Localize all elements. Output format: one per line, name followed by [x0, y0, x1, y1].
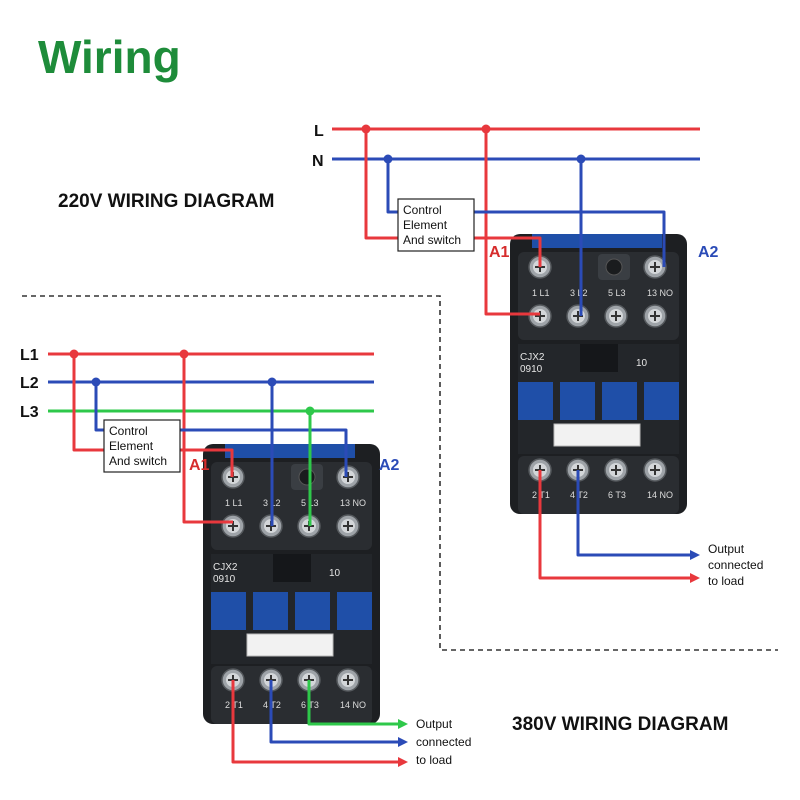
c220-label-plate [553, 423, 641, 447]
junction-l-2 [481, 124, 491, 134]
c380-coil-knob [298, 468, 316, 486]
output-label-380-0: Output [416, 717, 453, 731]
junction-l3-1 [305, 406, 315, 416]
junction-l1-1 [69, 349, 79, 359]
c220-control-box-line-2: And switch [403, 233, 461, 247]
c220-top-strip [532, 234, 662, 248]
output-label-220-1: connected [708, 558, 763, 572]
junction-l2-2 [267, 377, 277, 387]
c380-model-line1: CJX2 [213, 562, 238, 573]
diagram-separator [22, 295, 778, 651]
junction-n-1 [383, 154, 393, 164]
c220-middle-notch [580, 344, 618, 372]
arrow-output-t1-380 [398, 757, 408, 767]
label-a1-380: A1 [189, 457, 210, 474]
c380-top-strip [225, 444, 355, 458]
c380-control-box-line-0: Control [109, 424, 148, 438]
arrow-output-t2-220 [690, 550, 700, 560]
junction-l-1 [361, 124, 371, 134]
c380-top-term-label-3: 13 NO [340, 498, 366, 508]
wire-l-to-l1 [484, 129, 540, 316]
c380-top-term-label-0: 1 L1 [225, 498, 243, 508]
label-a2-220: A2 [698, 244, 719, 261]
wire-l2-to-a2 [94, 382, 348, 477]
c220-rating: 10 [636, 358, 648, 369]
line-label-l2: L2 [20, 375, 39, 392]
wire-output-t1-220 [538, 470, 690, 580]
wire-n-to-a2 [386, 159, 666, 267]
c220-top-term-label-0: 1 L1 [532, 288, 550, 298]
c220-top-block [518, 252, 679, 340]
label-a2-380: A2 [379, 457, 400, 474]
output-label-380-1: connected [416, 735, 471, 749]
c220-model-line1: CJX2 [520, 352, 545, 363]
c380-control-box [103, 419, 181, 473]
heading-220v: 220V WIRING DIAGRAM [58, 191, 275, 212]
c380-top-block [211, 462, 372, 550]
output-label-220-0: Output [708, 542, 745, 556]
c220-aux-block-3 [644, 382, 679, 420]
c220-control-box-line-0: Control [403, 203, 442, 217]
wire-output-t2-220 [576, 470, 690, 557]
c380-bottom-term-label-3: 14 NO [340, 700, 366, 710]
junction-l1-2 [179, 349, 189, 359]
wire-l1-to-t1 [182, 354, 233, 524]
line-label-l3: L3 [20, 404, 39, 421]
output-label-220-2: to load [708, 574, 744, 588]
line-label-n: N [312, 153, 324, 170]
c380-control-box-line-2: And switch [109, 454, 167, 468]
c220-top-term-label-2: 5 L3 [608, 288, 626, 298]
c220-top-term-label-3: 13 NO [647, 288, 673, 298]
c220-aux-block-0 [518, 382, 553, 420]
c220-bottom-term-label-2: 6 T3 [608, 490, 626, 500]
page-title: Wiring [38, 31, 181, 83]
c220-coil-knob [605, 258, 623, 276]
c220-bottom-block [518, 456, 679, 514]
c220-control-box [397, 198, 475, 252]
line-label-l1: L1 [20, 347, 39, 364]
label-a1-220: A1 [489, 244, 510, 261]
line-label-l: L [314, 123, 324, 140]
arrow-output-t1-220 [690, 573, 700, 583]
c380-aux-block-0 [211, 592, 246, 630]
c380-aux-block-3 [337, 592, 372, 630]
c220-top-term-label-1: 3 L2 [570, 288, 588, 298]
c380-bottom-block [211, 666, 372, 724]
c220-control-box-line-1: Element [403, 218, 448, 232]
c380-model-line2: 0910 [213, 574, 236, 585]
wire-output-t3-380 [307, 680, 398, 726]
c220-model-line2: 0910 [520, 364, 543, 375]
junction-n-2 [576, 154, 586, 164]
c220-aux-block-1 [560, 382, 595, 420]
output-label-380-2: to load [416, 753, 452, 767]
wire-output-t2-380 [269, 680, 398, 744]
c380-aux-block-1 [253, 592, 288, 630]
c380-middle-notch [273, 554, 311, 582]
c220-aux-block-2 [602, 382, 637, 420]
wire-output-t1-380 [231, 680, 398, 764]
arrow-output-t3-380 [398, 719, 408, 729]
arrow-output-t2-380 [398, 737, 408, 747]
c220-bottom-term-label-3: 14 NO [647, 490, 673, 500]
junction-l2-1 [91, 377, 101, 387]
c380-label-plate [246, 633, 334, 657]
c380-aux-block-2 [295, 592, 330, 630]
heading-380v: 380V WIRING DIAGRAM [512, 714, 729, 735]
c380-rating: 10 [329, 568, 341, 579]
c380-control-box-line-1: Element [109, 439, 154, 453]
